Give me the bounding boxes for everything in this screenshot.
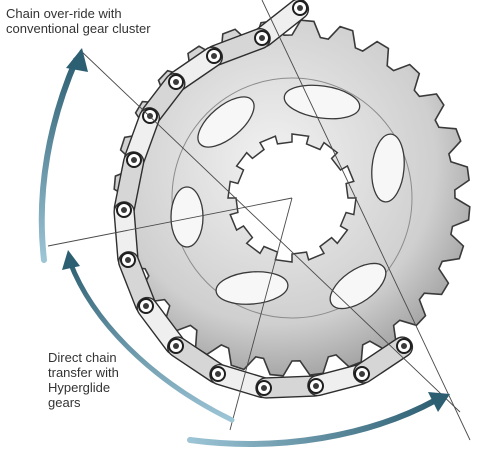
chain-pin — [121, 207, 127, 213]
chain-pin — [125, 257, 131, 263]
arrowhead-top-left — [66, 48, 88, 72]
curved-arrow-bottom-icon — [190, 400, 436, 444]
chain-pin — [259, 35, 265, 41]
chain-pin — [297, 5, 303, 11]
chain-pin — [173, 343, 179, 349]
label-direct-chain-transfer: Direct chain transfer with Hyperglide ge… — [48, 350, 158, 410]
chain-pin — [215, 371, 221, 377]
chain-pin — [173, 79, 179, 85]
cutout-left — [171, 187, 203, 247]
curved-arrow-top-left-icon — [42, 60, 76, 260]
chain-pin — [131, 157, 137, 163]
label-chain-override: Chain over-ride with conventional gear c… — [6, 6, 226, 36]
chain-pin — [143, 303, 149, 309]
chain-pin — [359, 371, 365, 377]
chain-pin — [261, 385, 267, 391]
chain-pin — [401, 343, 407, 349]
chain-pin — [313, 383, 319, 389]
chain-pin — [211, 53, 217, 59]
arrowhead-middle — [62, 250, 80, 270]
